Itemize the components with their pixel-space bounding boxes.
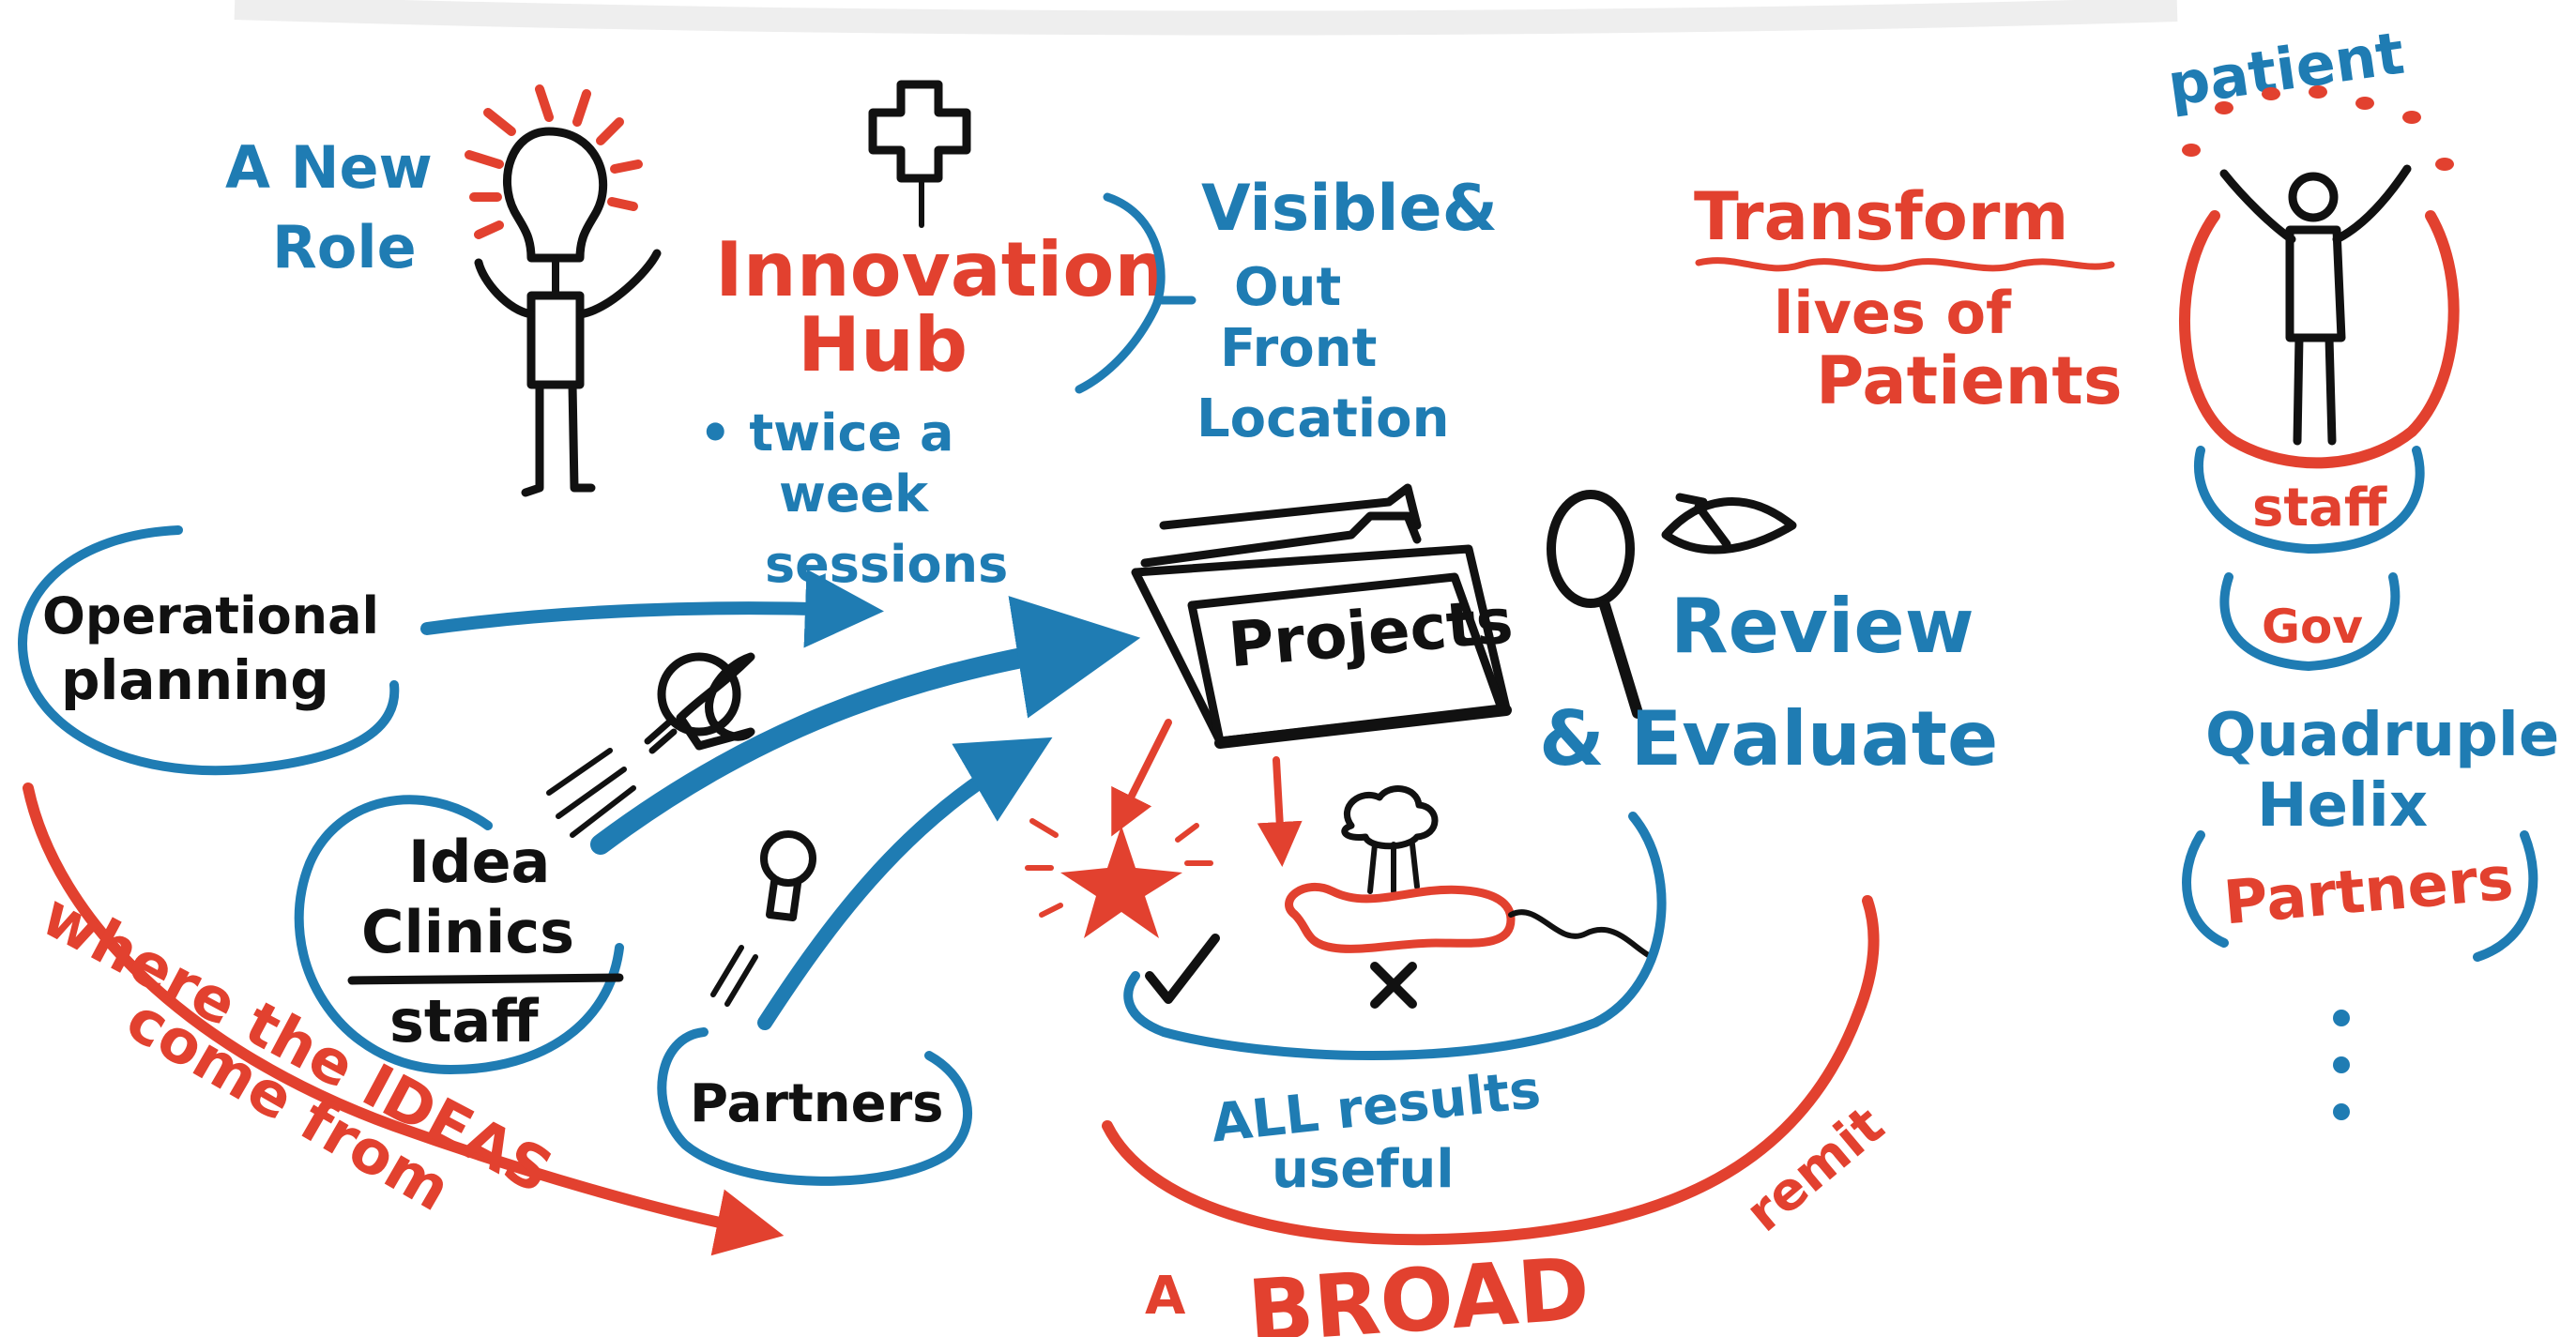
operational-line2: planning	[61, 648, 329, 712]
transform-line2: lives of	[1774, 279, 2012, 347]
partners-loop	[657, 1027, 972, 1186]
idea-clinics-loop	[294, 795, 624, 1074]
hub-location-line4: Location	[1197, 388, 1449, 449]
idea-clinics-arrow	[590, 596, 1141, 855]
operational-arrow	[420, 569, 884, 648]
hub-sessions-line2: week	[779, 464, 929, 524]
partners-arrow	[757, 737, 1053, 1030]
partners-bulb-icon	[710, 830, 816, 1007]
patient-figure-icon	[2219, 164, 2412, 446]
remit-arc	[1102, 895, 1880, 1246]
explosion-cloud-icon	[1341, 785, 1439, 894]
helix-partners-arc-right	[2473, 830, 2538, 962]
helix-quadruple: Quadruple	[2205, 701, 2559, 770]
hub-brace	[1075, 192, 1197, 394]
top-brush-stroke	[234, 0, 2178, 36]
failed-balloon-icon	[1285, 882, 1516, 953]
helix-partners-arc-left	[2182, 830, 2229, 948]
idea-clinics-line3: staff	[389, 987, 539, 1056]
idea-clinics-divider	[347, 973, 624, 985]
transform-line1: Transform	[1694, 178, 2068, 255]
operational-line1: Operational	[42, 586, 379, 646]
results-loop	[1123, 812, 1667, 1060]
new-role-line1: A New	[225, 133, 433, 202]
results-line2: useful	[1272, 1139, 1455, 1200]
helix-helix: Helix	[2257, 771, 2428, 841]
check-icon	[1145, 934, 1220, 1004]
hub-location-line3: Front	[1220, 318, 1377, 379]
review-line1: Review	[1670, 583, 1974, 670]
new-role-line2: Role	[272, 213, 417, 281]
hub-location-line2: Out	[1234, 257, 1341, 318]
remit-a: A	[1145, 1266, 1186, 1327]
remit-broad: BROAD	[1244, 1238, 1593, 1337]
more-dots	[2333, 1010, 2350, 1120]
flying-bulb-icon	[546, 652, 755, 838]
patient-dots	[2182, 85, 2454, 171]
innovation-hub-line1: Innovation	[715, 226, 1167, 313]
magnifier-icon	[1547, 490, 1643, 719]
operational-loop	[18, 525, 400, 776]
partners-label: Partners	[690, 1073, 944, 1134]
hub-sessions-line1: • twice a	[699, 403, 953, 463]
review-line2: & Evaluate	[1539, 695, 1998, 782]
innovation-hub-line2: Hub	[798, 301, 968, 388]
cross-icon	[868, 80, 971, 228]
hub-sessions-line3: sessions	[765, 535, 1008, 594]
transform-line3: Patients	[1816, 342, 2123, 419]
idea-clinics-line2: Clinics	[361, 898, 574, 966]
new-role-figure-icon	[465, 84, 662, 497]
hub-location-line1: Visible&	[1201, 172, 1498, 246]
helix-staff-arc	[2193, 446, 2425, 554]
result-arrow-right	[1257, 756, 1303, 867]
ideas-arrow	[23, 782, 785, 1256]
transform-underline	[1695, 257, 2115, 272]
remit-word: remit	[1734, 1095, 1896, 1244]
helix-patient-arc	[2179, 210, 2460, 469]
helix-partners: Partners	[2221, 844, 2516, 939]
success-star-icon	[1025, 818, 1213, 938]
projects-folder-icon	[1131, 483, 1512, 749]
helix-gov-arc	[2219, 572, 2401, 671]
idea-clinics-line1: Idea	[408, 828, 550, 896]
eye-icon	[1661, 493, 1797, 555]
balloon-string	[1508, 909, 1654, 960]
helix-staff: staff	[2252, 478, 2387, 539]
helix-gov: Gov	[2262, 600, 2363, 654]
cross-mark-icon	[1370, 962, 1417, 1009]
result-arrow-left	[1111, 719, 1172, 837]
